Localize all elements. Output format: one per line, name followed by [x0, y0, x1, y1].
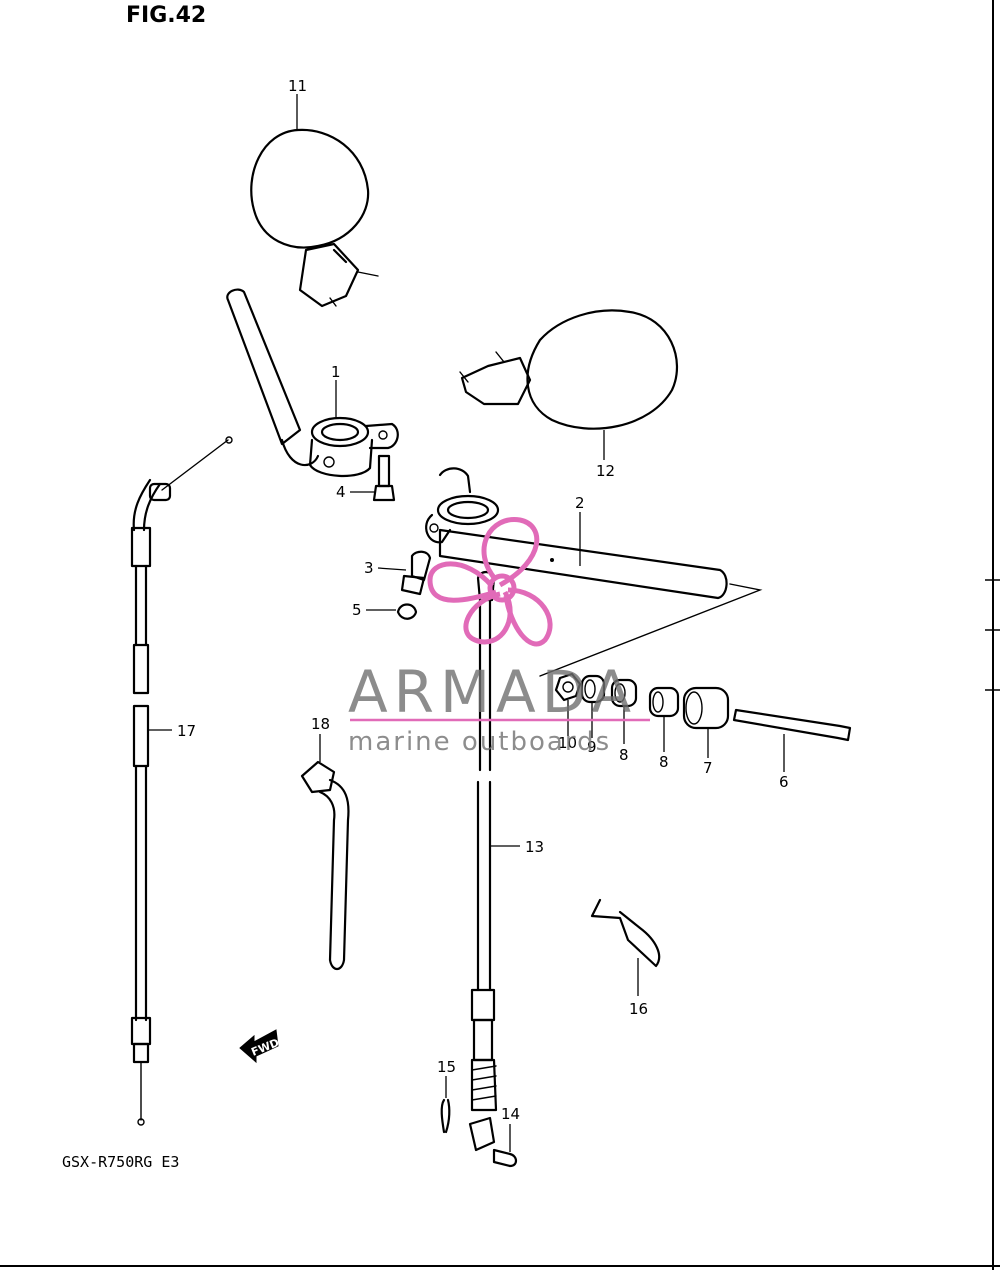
strap-part-18 [300, 760, 350, 971]
callout-1: 1 [331, 363, 341, 381]
callout-10: 10 [558, 734, 577, 752]
mirror-left [250, 128, 379, 308]
callout-17: 17 [177, 722, 196, 740]
callout-13: 13 [525, 838, 544, 856]
handlebar-right [425, 467, 728, 600]
watermark-tagline: marine outboards [348, 727, 611, 757]
callout-11: 11 [288, 77, 307, 95]
exploded-view-line [539, 583, 763, 677]
bolt-part-4 [372, 454, 396, 502]
pin-part-14 [492, 1148, 518, 1168]
callout-15: 15 [437, 1058, 456, 1076]
callout-8b: 8 [659, 753, 669, 771]
spacer-part-9 [580, 674, 606, 704]
callout-14: 14 [501, 1105, 520, 1123]
bolt-part-6 [732, 708, 852, 742]
bolt-part-3 [400, 550, 432, 596]
callout-16: 16 [629, 1000, 648, 1018]
callout-12: 12 [596, 462, 615, 480]
cable-part-17 [130, 436, 233, 1126]
weight-part-8b [648, 686, 680, 718]
callout-2: 2 [575, 494, 585, 512]
end-weight-part-7 [682, 686, 730, 730]
callout-4: 4 [336, 483, 346, 501]
nut-part-10 [554, 672, 582, 702]
cap-part-5 [396, 603, 418, 620]
callout-3: 3 [364, 559, 374, 577]
watermark-brand: ARMADA [348, 658, 637, 726]
mirror-right [459, 309, 678, 430]
cotter-pin-part-15 [440, 1098, 451, 1134]
callout-8a: 8 [619, 746, 629, 764]
figure-title: FIG.42 [126, 3, 206, 28]
handlebar-left [226, 288, 399, 478]
watermark: ARMADA marine outboards [348, 517, 650, 757]
callout-6: 6 [779, 773, 789, 791]
callout-7: 7 [703, 759, 713, 777]
model-code: GSX-R750RG E3 [62, 1153, 179, 1171]
clip-part-16 [590, 898, 661, 968]
cable-part-13 [468, 570, 498, 1152]
callout-5: 5 [352, 601, 362, 619]
callout-18: 18 [311, 715, 330, 733]
watermark-propeller-icon [427, 517, 553, 647]
forward-direction-arrow: FWD [239, 1029, 281, 1064]
callout-9: 9 [587, 738, 597, 756]
